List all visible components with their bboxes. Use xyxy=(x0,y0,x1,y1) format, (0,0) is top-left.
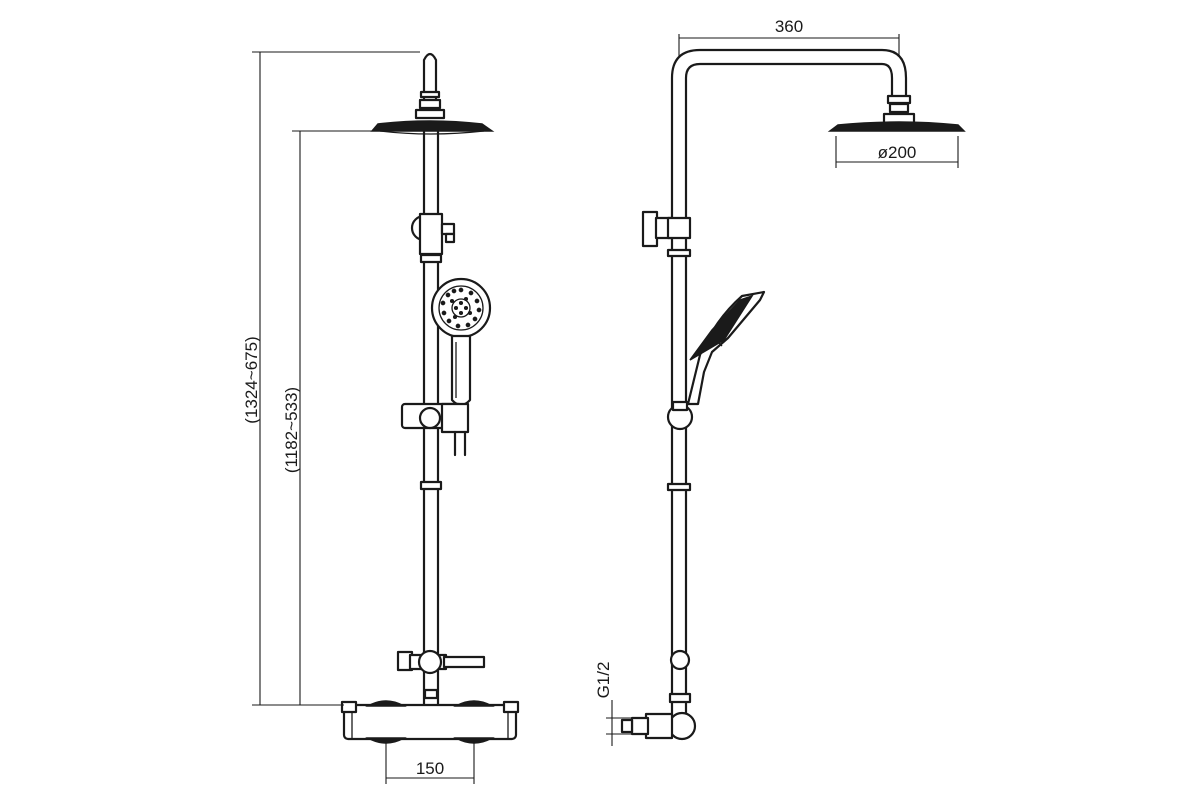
front-top-pipe xyxy=(422,52,438,118)
side-mixer-thread xyxy=(620,718,634,734)
side-arm-ring xyxy=(886,94,912,105)
front-lower-collar xyxy=(417,649,443,675)
side-mixer-inlet xyxy=(630,716,650,736)
side-rail-joint-top xyxy=(666,248,692,258)
dim-arm-projection-label: 360 xyxy=(775,17,803,36)
front-mixer-cap-left xyxy=(340,700,358,714)
front-rail-joint-mid xyxy=(419,480,443,491)
front-lower-connector xyxy=(423,688,439,700)
front-head-connector xyxy=(414,108,446,120)
front-mixer-body xyxy=(342,703,518,741)
side-view xyxy=(620,48,966,741)
front-shower-head-rim xyxy=(379,130,485,135)
dim-head-diameter-label: ø200 xyxy=(878,143,917,162)
side-lower-joint xyxy=(668,692,692,704)
side-head-nut xyxy=(888,102,910,114)
front-mixer-knob-bottom-left xyxy=(365,737,407,744)
hand-shower-center xyxy=(451,298,471,318)
dim-total-height-label: (1324~675) xyxy=(242,336,261,423)
side-lower-collar xyxy=(669,649,691,671)
hand-shower-ring xyxy=(438,285,484,331)
side-arm-outer xyxy=(670,48,908,717)
side-hand-shower-face xyxy=(689,294,754,361)
front-slide-knob xyxy=(418,406,442,430)
side-dimensions: 360 ø200 G1/2 xyxy=(594,17,959,746)
side-hand-shower-button xyxy=(715,339,723,347)
front-mixer-cap-right xyxy=(502,700,520,714)
front-mixer-knob-bottom-right xyxy=(453,737,495,744)
dim-thread-label: G1/2 xyxy=(594,662,613,699)
front-mixer-knob-top-left xyxy=(365,700,407,707)
front-diverter-spout xyxy=(440,222,456,236)
side-shower-head xyxy=(827,121,966,132)
front-head-nut xyxy=(418,98,442,110)
hand-shower-handle xyxy=(450,334,472,407)
front-slide-clamp xyxy=(440,402,470,434)
front-diverter-body xyxy=(418,212,444,256)
side-rail-joint-mid xyxy=(666,482,692,492)
side-mixer-connector xyxy=(644,712,674,740)
front-hand-shower xyxy=(430,277,492,407)
side-slide-knob xyxy=(671,400,689,412)
side-arm-inner xyxy=(684,62,894,717)
front-lower-pipe xyxy=(442,655,486,669)
side-diverter-body xyxy=(666,216,692,240)
front-rail-joint-top xyxy=(419,253,443,264)
front-hose xyxy=(453,430,467,457)
hand-shower-nozzles xyxy=(440,287,482,329)
dim-inlet-spacing-label: 150 xyxy=(416,759,444,778)
front-dimensions: (1324~675) (1182~533) 150 xyxy=(242,51,475,784)
front-mixer-knob-top-right xyxy=(453,700,495,707)
front-shower-head xyxy=(370,120,495,132)
dim-rail-height-label: (1182~533) xyxy=(282,387,301,473)
front-diverter-outlet xyxy=(444,232,456,244)
front-view xyxy=(340,52,520,744)
front-top-ring xyxy=(419,90,441,99)
